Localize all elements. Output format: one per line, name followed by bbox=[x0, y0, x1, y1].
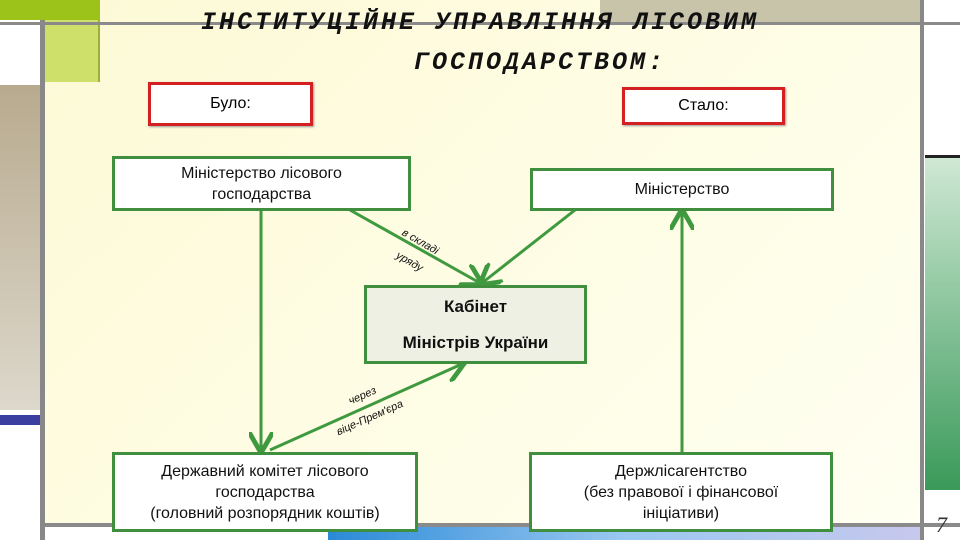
title-line-1: ІНСТИТУЦІЙНЕ УПРАВЛІННЯ ЛІСОВИМ bbox=[200, 8, 760, 37]
box-text: господарства bbox=[215, 483, 315, 501]
right-gray-line bbox=[920, 0, 924, 540]
top-gray-line bbox=[0, 22, 960, 25]
box-text: (головний розпорядник коштів) bbox=[150, 504, 380, 522]
box-text: Держлісагентство bbox=[614, 462, 748, 480]
slide-number: 7 bbox=[936, 512, 947, 537]
arrow-new-ministry-to-cabinet bbox=[482, 208, 576, 283]
box-text: Міністерство bbox=[634, 181, 730, 198]
box-text: Міністерство лісового bbox=[181, 164, 342, 182]
top-left-green-bar bbox=[0, 0, 100, 20]
top-right-tan-block bbox=[600, 0, 920, 22]
title-line-2: ГОСПОДАРСТВОМ: bbox=[413, 48, 667, 77]
left-blue-bar bbox=[0, 415, 40, 425]
arrow-ministry-to-cabinet bbox=[349, 208, 480, 283]
box-state-committee: Державний комітет лісового господарства … bbox=[112, 452, 418, 532]
after-label: Стало: bbox=[622, 87, 785, 125]
box-agency: Держлісагентство (без правової і фінансо… bbox=[529, 452, 833, 532]
box-ministry: Міністерство bbox=[530, 168, 834, 211]
left-tan-block bbox=[0, 85, 40, 410]
box-text: господарства bbox=[211, 185, 312, 203]
left-gray-line bbox=[40, 0, 45, 540]
bottom-gray-line bbox=[45, 523, 960, 527]
box-text: Кабінет bbox=[443, 296, 508, 316]
box-ministry-forest: Міністерство лісового господарства bbox=[112, 156, 411, 211]
arrow-committee-to-cabinet bbox=[269, 364, 462, 452]
box-text: Державний комітет лісового bbox=[161, 462, 369, 480]
before-label: Було: bbox=[148, 82, 313, 126]
right-green-block bbox=[925, 155, 960, 490]
box-text: (без правової і фінансової bbox=[583, 483, 779, 501]
box-cabinet: Кабінет Міністрів України bbox=[364, 285, 587, 364]
box-text: Міністрів України bbox=[402, 332, 549, 352]
box-text: ініціативи) bbox=[642, 504, 720, 522]
